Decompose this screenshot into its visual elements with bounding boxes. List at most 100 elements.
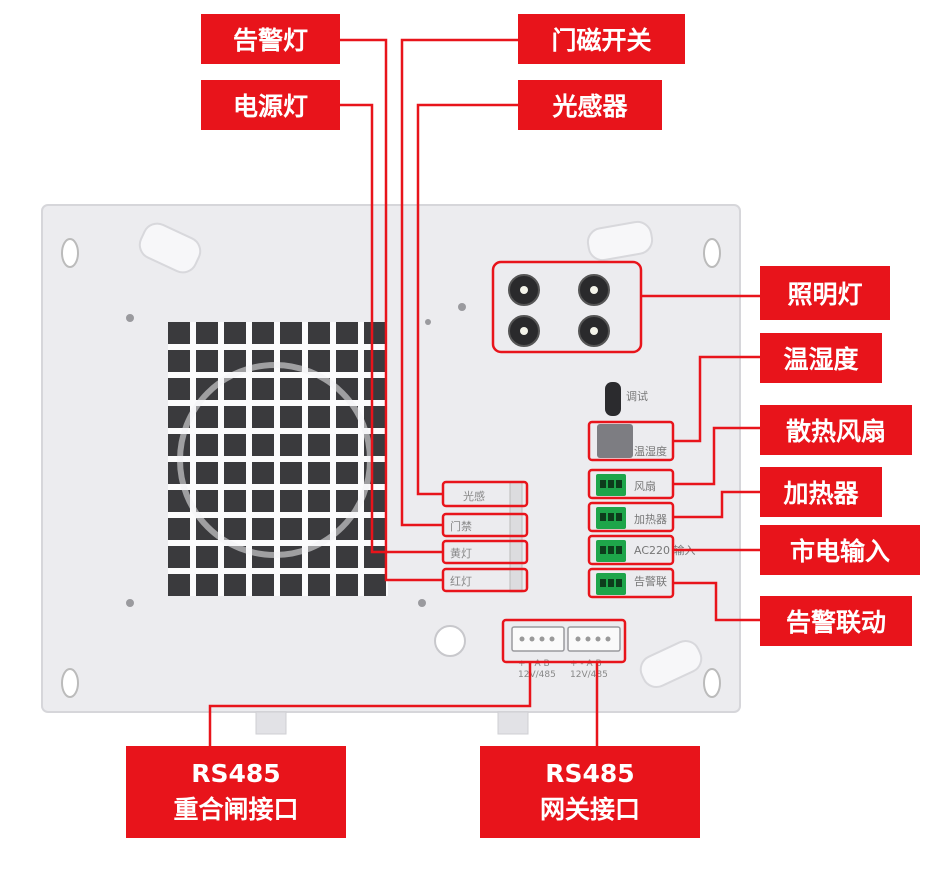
grille-slot <box>196 546 218 568</box>
grille-slot <box>336 518 358 540</box>
fan-grille <box>168 322 386 596</box>
grille-slot <box>224 406 246 428</box>
board-label-alarm-link: 告警联 <box>634 574 667 588</box>
grille-slot <box>280 322 302 344</box>
grille-slot <box>308 406 330 428</box>
grille-slot <box>308 378 330 400</box>
grille-slot <box>280 462 302 484</box>
grille-slot <box>168 546 190 568</box>
grille-slot <box>280 434 302 456</box>
grille-slot <box>168 378 190 400</box>
grille-slot <box>336 462 358 484</box>
grille-slot <box>252 490 274 512</box>
grille-slot <box>364 490 386 512</box>
terminal-block <box>596 507 626 529</box>
grille-slot <box>280 574 302 596</box>
callout-light-sensor: 光感器 <box>518 80 662 130</box>
grille-slot <box>308 574 330 596</box>
board-label-door: 门禁 <box>450 519 472 533</box>
board-label-yellow-light: 黄灯 <box>450 546 472 560</box>
cable-clip-icon <box>138 220 703 688</box>
lighting-lamps <box>508 274 610 347</box>
callout-rs485-gateway-line2: 网关接口 <box>539 795 640 824</box>
callout-rs485-recloser: RS485 重合闸接口 <box>126 746 346 838</box>
board-label-heater: 加热器 <box>634 513 667 526</box>
port2-pin-label: + - A B <box>570 659 602 669</box>
grille-slot <box>308 462 330 484</box>
grille-slot <box>308 518 330 540</box>
callout-alarm-link: 告警联动 <box>760 596 912 646</box>
callout-power-light: 电源灯 <box>201 80 340 130</box>
grille-slot <box>224 378 246 400</box>
grille-slot <box>196 350 218 372</box>
terminal-block <box>596 573 626 595</box>
grille-slot <box>196 490 218 512</box>
grille-slot <box>224 574 246 596</box>
board-label-fan: 风扇 <box>634 479 656 493</box>
grille-slot <box>196 574 218 596</box>
grille-slot <box>196 462 218 484</box>
bottom-tab <box>497 711 529 735</box>
callout-cooling-fan: 散热风扇 <box>760 405 912 455</box>
led-lamp-icon <box>578 274 610 306</box>
led-lamp-icon <box>508 274 540 306</box>
grille-slot <box>252 518 274 540</box>
grille-slot <box>168 574 190 596</box>
fan-blade-icon <box>177 362 373 558</box>
terminal-block <box>596 540 626 562</box>
grille-slot <box>252 462 274 484</box>
board-label-temp-humidity: 温湿度 <box>634 444 667 458</box>
callout-heater: 加热器 <box>760 467 882 517</box>
grille-slot <box>224 462 246 484</box>
grille-slot <box>168 322 190 344</box>
port2-spec-label: 12V/485 <box>570 670 608 680</box>
grille-slot <box>308 490 330 512</box>
led-lamp-icon <box>508 315 540 347</box>
board-label-light-sensor: 光感 <box>463 489 485 503</box>
board-label-ac-input: AC220 输入 <box>634 543 696 557</box>
grille-slot <box>224 350 246 372</box>
callout-rs485-recloser-line1: RS485 <box>191 759 281 788</box>
screw-icon <box>126 303 466 607</box>
leader-lines <box>208 38 760 748</box>
grille-slot <box>364 518 386 540</box>
grille-slot <box>336 490 358 512</box>
grille-slot <box>336 574 358 596</box>
grille-slot <box>308 322 330 344</box>
grille-slot <box>196 378 218 400</box>
grille-slot <box>224 490 246 512</box>
grille-slot <box>336 546 358 568</box>
callout-rs485-gateway-line1: RS485 <box>545 759 635 788</box>
rs485-port-2 <box>567 626 621 652</box>
usb-c-port-icon <box>605 382 621 416</box>
grille-slot <box>364 574 386 596</box>
mounting-slot-icon <box>61 238 721 698</box>
grille-slot <box>336 434 358 456</box>
grille-slot <box>364 406 386 428</box>
grille-slot <box>252 406 274 428</box>
grille-slot <box>196 322 218 344</box>
bottom-tab <box>255 711 287 735</box>
callout-rs485-gateway: RS485 网关接口 <box>480 746 700 838</box>
grille-slot <box>336 406 358 428</box>
grille-slot <box>364 546 386 568</box>
callout-mains-input: 市电输入 <box>760 525 920 575</box>
board-label-debug: 调试 <box>626 390 648 403</box>
grille-slot <box>196 434 218 456</box>
callout-door-switch: 门磁开关 <box>518 14 685 64</box>
grille-slot <box>280 518 302 540</box>
grille-slot <box>308 546 330 568</box>
grille-slot <box>168 518 190 540</box>
grille-slot <box>280 378 302 400</box>
mounting-plate <box>41 204 741 713</box>
port1-spec-label: 12V/485 <box>518 670 556 680</box>
grille-slot <box>336 350 358 372</box>
grille-slot <box>364 322 386 344</box>
callout-temp-humidity: 温湿度 <box>760 333 882 383</box>
port1-pin-label: + - A B <box>518 659 550 669</box>
cable-hole <box>434 625 466 657</box>
board-label-red-light: 红灯 <box>450 575 472 588</box>
grille-slot <box>336 322 358 344</box>
